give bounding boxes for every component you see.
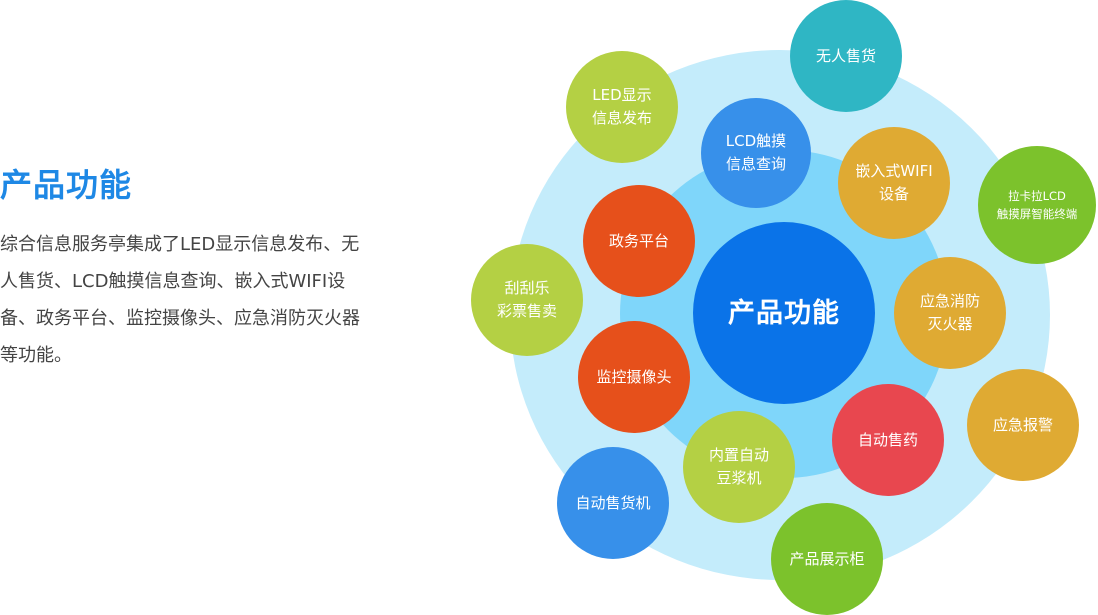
node-label: LCD触摸 信息查询 [725,132,787,173]
node-auto-medicine: 自动售药 [832,384,944,496]
node-label: 自动售药 [857,430,918,449]
node-embedded-wifi: 嵌入式WIFI 设备 [838,127,950,239]
center-node-label: 产品功能 [728,297,840,329]
node-label: 拉卡拉LCD 触摸屏智能终端 [996,189,1078,221]
node-vending-machine: 自动售货机 [557,447,669,559]
node-label: 产品展示柜 [789,549,865,568]
center-node: 产品功能 [693,222,875,404]
page-title: 产品功能 [0,166,133,204]
node-scratch-lottery: 刮刮乐 彩票售卖 [471,244,583,356]
node-surveillance-camera: 监控摄像头 [578,321,690,433]
node-label: LED显示 信息发布 [591,86,652,127]
node-label: 应急报警 [992,415,1053,434]
node-soymilk-machine: 内置自动 豆浆机 [683,411,795,523]
node-lcd-touch-query: LCD触摸 信息查询 [701,98,811,208]
node-label: 无人售货 [815,46,876,65]
node-display-cabinet: 产品展示柜 [771,503,883,615]
node-government-platform: 政务平台 [583,185,695,297]
node-emergency-alarm: 应急报警 [967,369,1079,481]
node-label: 刮刮乐 彩票售卖 [496,279,557,320]
node-fire-extinguisher: 应急消防 灭火器 [894,257,1006,369]
node-label: 政务平台 [608,231,669,250]
node-lakala-terminal: 拉卡拉LCD 触摸屏智能终端 [978,146,1096,264]
node-label: 自动售货机 [575,493,651,512]
node-label: 监控摄像头 [596,367,672,386]
node-label: 应急消防 灭火器 [919,292,980,333]
node-label: 嵌入式WIFI 设备 [855,162,933,203]
description-text: 综合信息服务亭集成了LED显示信息发布、无人售货、LCD触摸信息查询、嵌入式WI… [0,234,360,366]
node-unmanned-retail: 无人售货 [790,0,902,112]
node-led-display: LED显示 信息发布 [566,51,678,163]
node-label: 内置自动 豆浆机 [708,446,769,487]
